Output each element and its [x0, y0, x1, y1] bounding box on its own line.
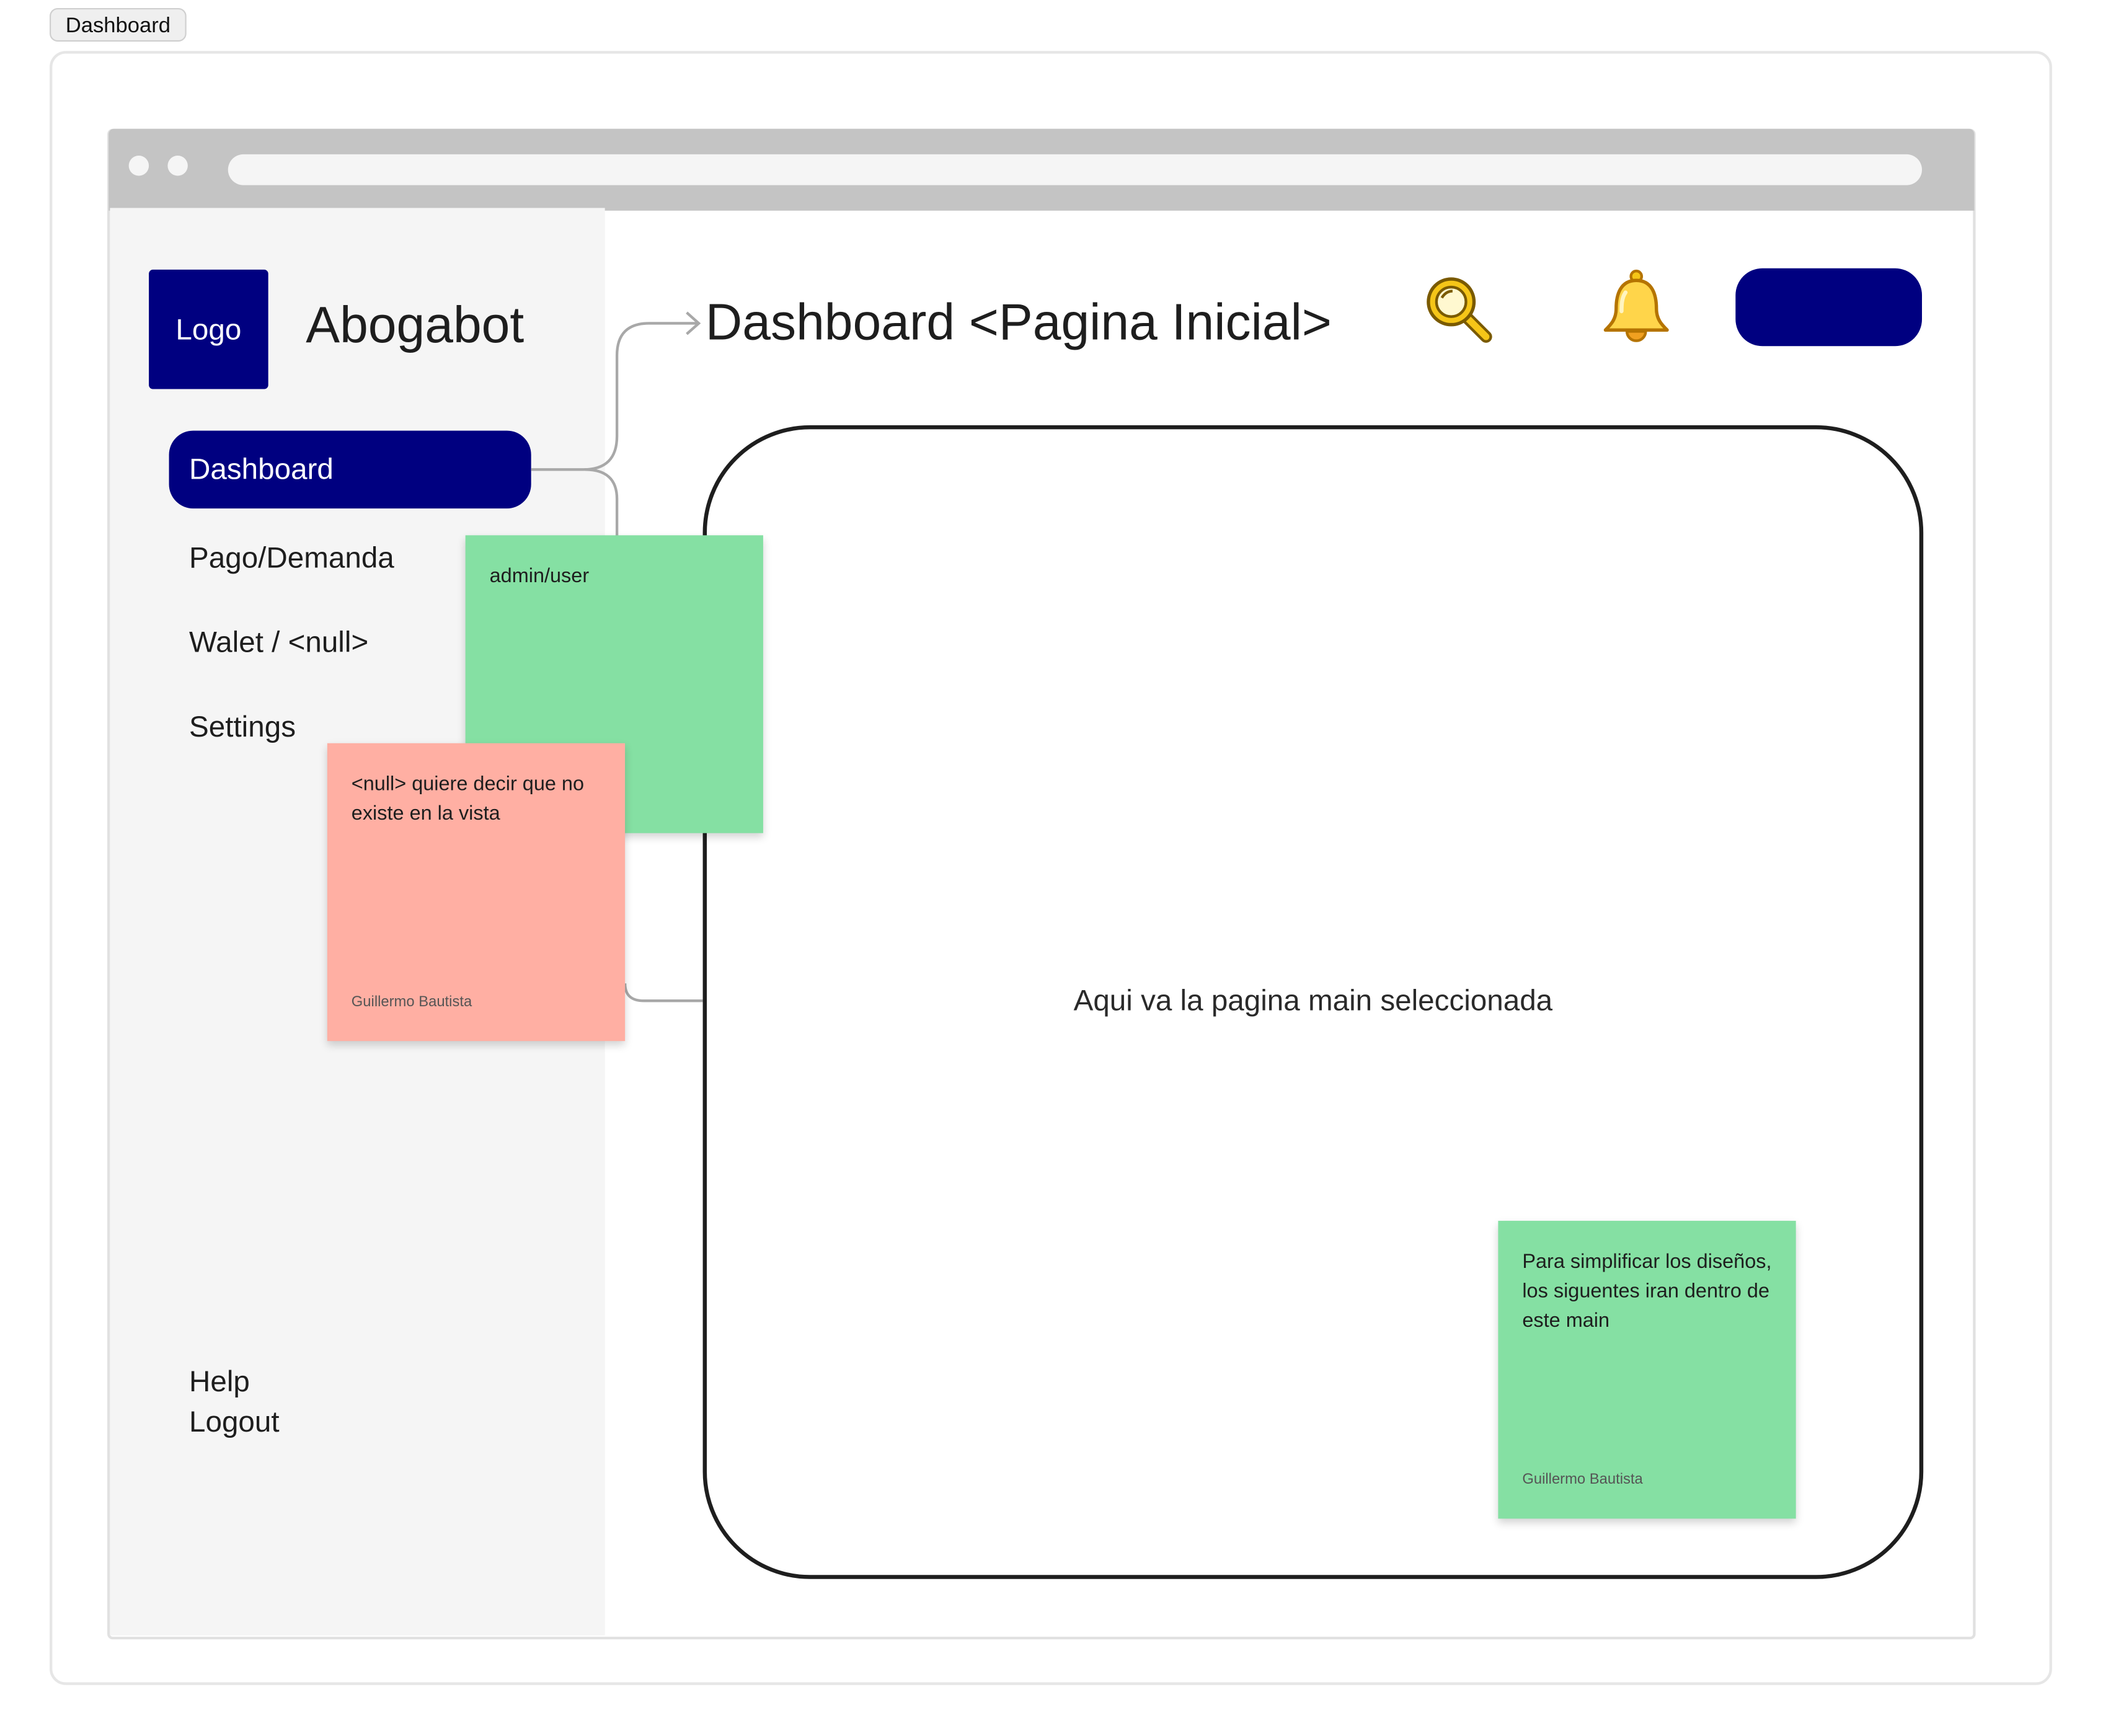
sidebar-item-pago-demanda[interactable]: Pago/Demanda: [189, 541, 394, 575]
sticky-note-text: <null> quiere decir que no existe en la …: [351, 773, 585, 825]
sticky-note-author: Guillermo Bautista: [1522, 1471, 1643, 1488]
main-placeholder-text: Aqui va la pagina main seleccionada: [1073, 983, 1553, 1017]
header-action-button[interactable]: [1735, 268, 1923, 347]
sidebar-item-logout[interactable]: Logout: [189, 1404, 280, 1438]
window-dot: [128, 156, 149, 176]
bell-icon[interactable]: [1599, 268, 1674, 352]
sticky-note-author: Guillermo Bautista: [351, 994, 472, 1011]
logo: Logo: [149, 269, 268, 389]
sidebar-item-settings[interactable]: Settings: [189, 709, 296, 743]
sidebar-item-dashboard[interactable]: Dashboard: [169, 430, 531, 509]
sidebar-item-walet[interactable]: Walet / <null>: [189, 625, 369, 659]
sidebar-item-help[interactable]: Help: [189, 1364, 250, 1398]
sticky-note-simplify[interactable]: Para simplificar los diseños, los siguen…: [1498, 1221, 1796, 1519]
address-bar[interactable]: [228, 154, 1923, 185]
page-title: Dashboard <Pagina Inicial>: [705, 295, 1332, 352]
main-content-area: [702, 425, 1924, 1579]
app-name: Abogabot: [306, 298, 525, 355]
sticky-note-text: Para simplificar los diseños, los siguen…: [1522, 1250, 1772, 1332]
window-dot: [167, 156, 188, 176]
frame-tab[interactable]: Dashboard: [50, 7, 187, 42]
search-icon[interactable]: [1422, 272, 1497, 347]
sticky-note-text: admin/user: [489, 564, 590, 588]
sticky-note-null[interactable]: <null> quiere decir que no existe en la …: [327, 743, 626, 1042]
